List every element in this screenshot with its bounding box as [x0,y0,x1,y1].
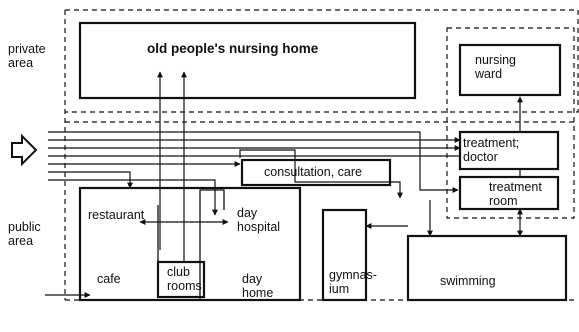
route-restaurant [48,171,133,189]
entrance-arrow-icon [11,133,38,167]
swimming-box [406,234,568,302]
room-label-nursing-ward: nursing ward [475,53,516,81]
consultation-box [240,158,392,187]
day-hospital-wall [199,189,225,300]
route-treatment-room [48,131,459,193]
room-label-swimming: swimming [440,274,496,288]
nursing-ward-box [458,43,562,97]
room-label-club-rooms: club rooms [167,265,202,293]
medical-cluster-boundary [446,27,575,219]
zone-label-public: public area [8,220,41,248]
room-label-treatment-room: treatment room [489,180,542,208]
room-label-day-hospital: day hospital [237,206,281,234]
room-label-cafe: cafe [97,272,121,286]
room-label-restaurant: restaurant [88,208,145,222]
route-day-hospital [48,179,218,216]
room-boxes [78,21,568,302]
private-zone-boundary [65,9,579,113]
room-label-day-home: day home [242,272,274,300]
gymnasium-box [321,208,368,302]
room-label-consultation: consultation, care [264,165,362,179]
partition-lines [157,189,225,300]
room-label-gymnasium: gymnas- ium [329,268,377,296]
room-label-nursing-home: old people's nursing home [147,41,319,56]
room-label-treatment-doctor: treatment; doctor [463,136,520,164]
zone-label-private: private area [8,42,46,70]
circulation-routes [45,71,523,298]
restaurant-wing-box [78,186,302,302]
nursing-home-box [78,21,417,100]
club-rooms-box [156,260,206,299]
route-gym [239,149,403,199]
treatment-room-box [458,175,560,211]
